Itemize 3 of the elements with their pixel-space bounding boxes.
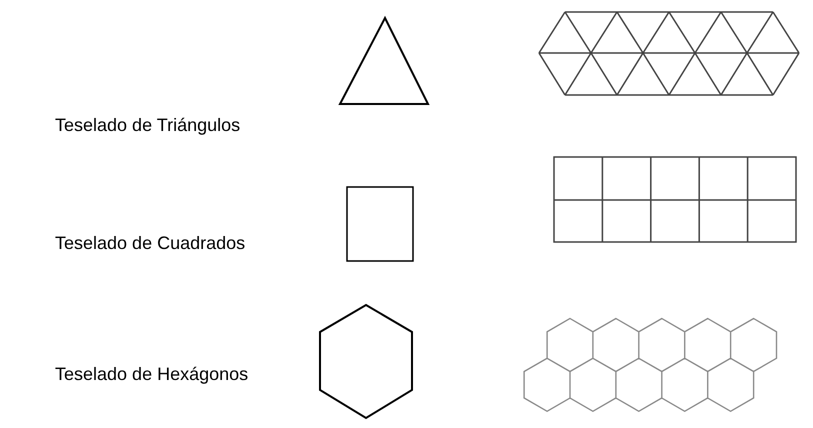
- row-label: Teselado de Triángulos: [55, 114, 240, 136]
- row-label: Teselado de Hexágonos: [55, 363, 248, 385]
- row-label: Teselado de Cuadrados: [55, 232, 246, 254]
